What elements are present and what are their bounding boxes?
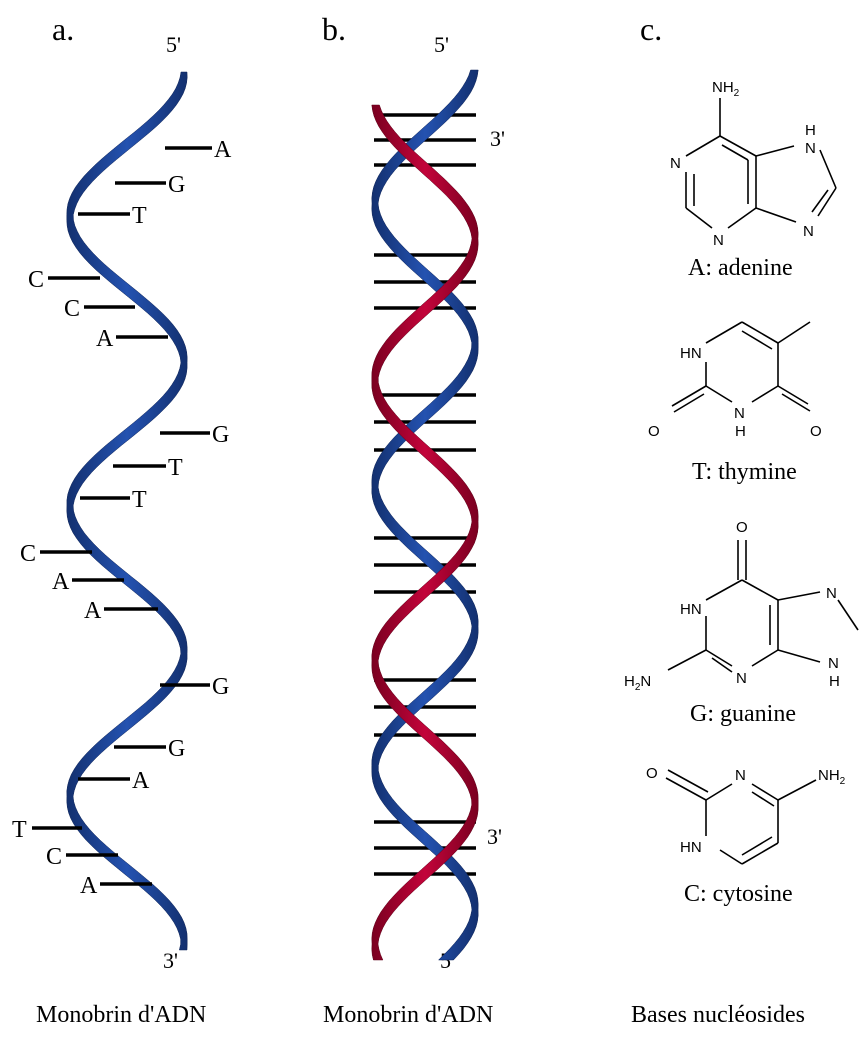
base-letter: T	[168, 455, 183, 481]
panel-a-top-end: 5'	[166, 32, 181, 57]
adenine-n7: N	[803, 223, 814, 240]
panel-c-caption: Bases nucléosides	[631, 1002, 805, 1028]
strand-b-blue-ribbon	[371, 69, 479, 961]
panel-b-caption: Monobrin d'ADN	[323, 1002, 493, 1028]
cytosine-name: C: cytosine	[684, 881, 793, 907]
base-letter: A	[132, 768, 150, 794]
guanine-hn: HN	[680, 601, 702, 618]
double-helix	[371, 69, 479, 961]
base-letter: C	[20, 541, 36, 567]
base-letter: A	[52, 569, 70, 595]
thymine-structure: HN N H O O	[648, 321, 822, 440]
thymine-o4: O	[810, 423, 822, 440]
cytosine-structure: O N NH2 HN	[646, 765, 846, 865]
base-letter: A	[80, 873, 98, 899]
cytosine-n3: N	[735, 767, 746, 784]
guanine-n9: N	[828, 655, 839, 672]
panel-b-label: b.	[322, 11, 346, 47]
panel-b-top-right-end: 3'	[490, 126, 505, 151]
base-letter: T	[12, 817, 27, 843]
panel-b: b. 5' 3' 3' 5' Monobrin d'ADN	[322, 11, 505, 1028]
panel-a-caption: Monobrin d'ADN	[36, 1002, 206, 1028]
guanine-n3: N	[736, 670, 747, 687]
cytosine-o: O	[646, 765, 658, 782]
base-letter: G	[212, 674, 229, 700]
thymine-n3: N	[734, 405, 745, 422]
base-letter: C	[46, 844, 62, 870]
panel-a-label: a.	[52, 11, 74, 47]
adenine-n9: N	[805, 140, 816, 157]
single-strand-ribbon	[66, 71, 188, 951]
adenine-name: A: adenine	[688, 255, 793, 281]
base-letter: C	[64, 296, 80, 322]
guanine-n9-h: H	[829, 673, 840, 690]
base-letter: G	[212, 422, 229, 448]
adenine-n3: N	[713, 232, 724, 249]
panel-b-bottom-right-end: 3'	[487, 824, 502, 849]
base-letter: T	[132, 487, 147, 513]
cytosine-hn: HN	[680, 839, 702, 856]
strand-a-ribbon	[66, 71, 188, 951]
cytosine-nh2: NH2	[818, 767, 846, 787]
base-letter: G	[168, 736, 185, 762]
base-letter: G	[168, 172, 185, 198]
adenine-n1: N	[670, 155, 681, 172]
panel-c: c. NH2 N N N H N A: adenine	[624, 11, 859, 1028]
guanine-structure: HN O N N N H H2N	[624, 519, 859, 693]
adenine-structure: NH2 N N N H N	[670, 79, 837, 249]
base-letter: T	[132, 203, 147, 229]
guanine-name: G: guanine	[690, 701, 796, 727]
strand-b-red-ribbon	[371, 104, 479, 961]
panel-a-bottom-end: 3'	[163, 948, 178, 973]
guanine-o: O	[736, 519, 748, 536]
panel-b-top-left-end: 5'	[434, 32, 449, 57]
base-letter: C	[28, 267, 44, 293]
base-letter: A	[214, 137, 232, 163]
base-letter: A	[84, 598, 102, 624]
panel-c-label: c.	[640, 11, 662, 47]
thymine-n3-h: H	[735, 423, 746, 440]
guanine-h2n: H2N	[624, 673, 651, 693]
base-letter: A	[96, 326, 114, 352]
thymine-o2: O	[648, 423, 660, 440]
thymine-hn: HN	[680, 345, 702, 362]
thymine-name: T: thymine	[692, 459, 797, 485]
adenine-nh2: NH2	[712, 79, 740, 99]
adenine-n9h: H	[805, 122, 816, 139]
guanine-n7: N	[826, 585, 837, 602]
